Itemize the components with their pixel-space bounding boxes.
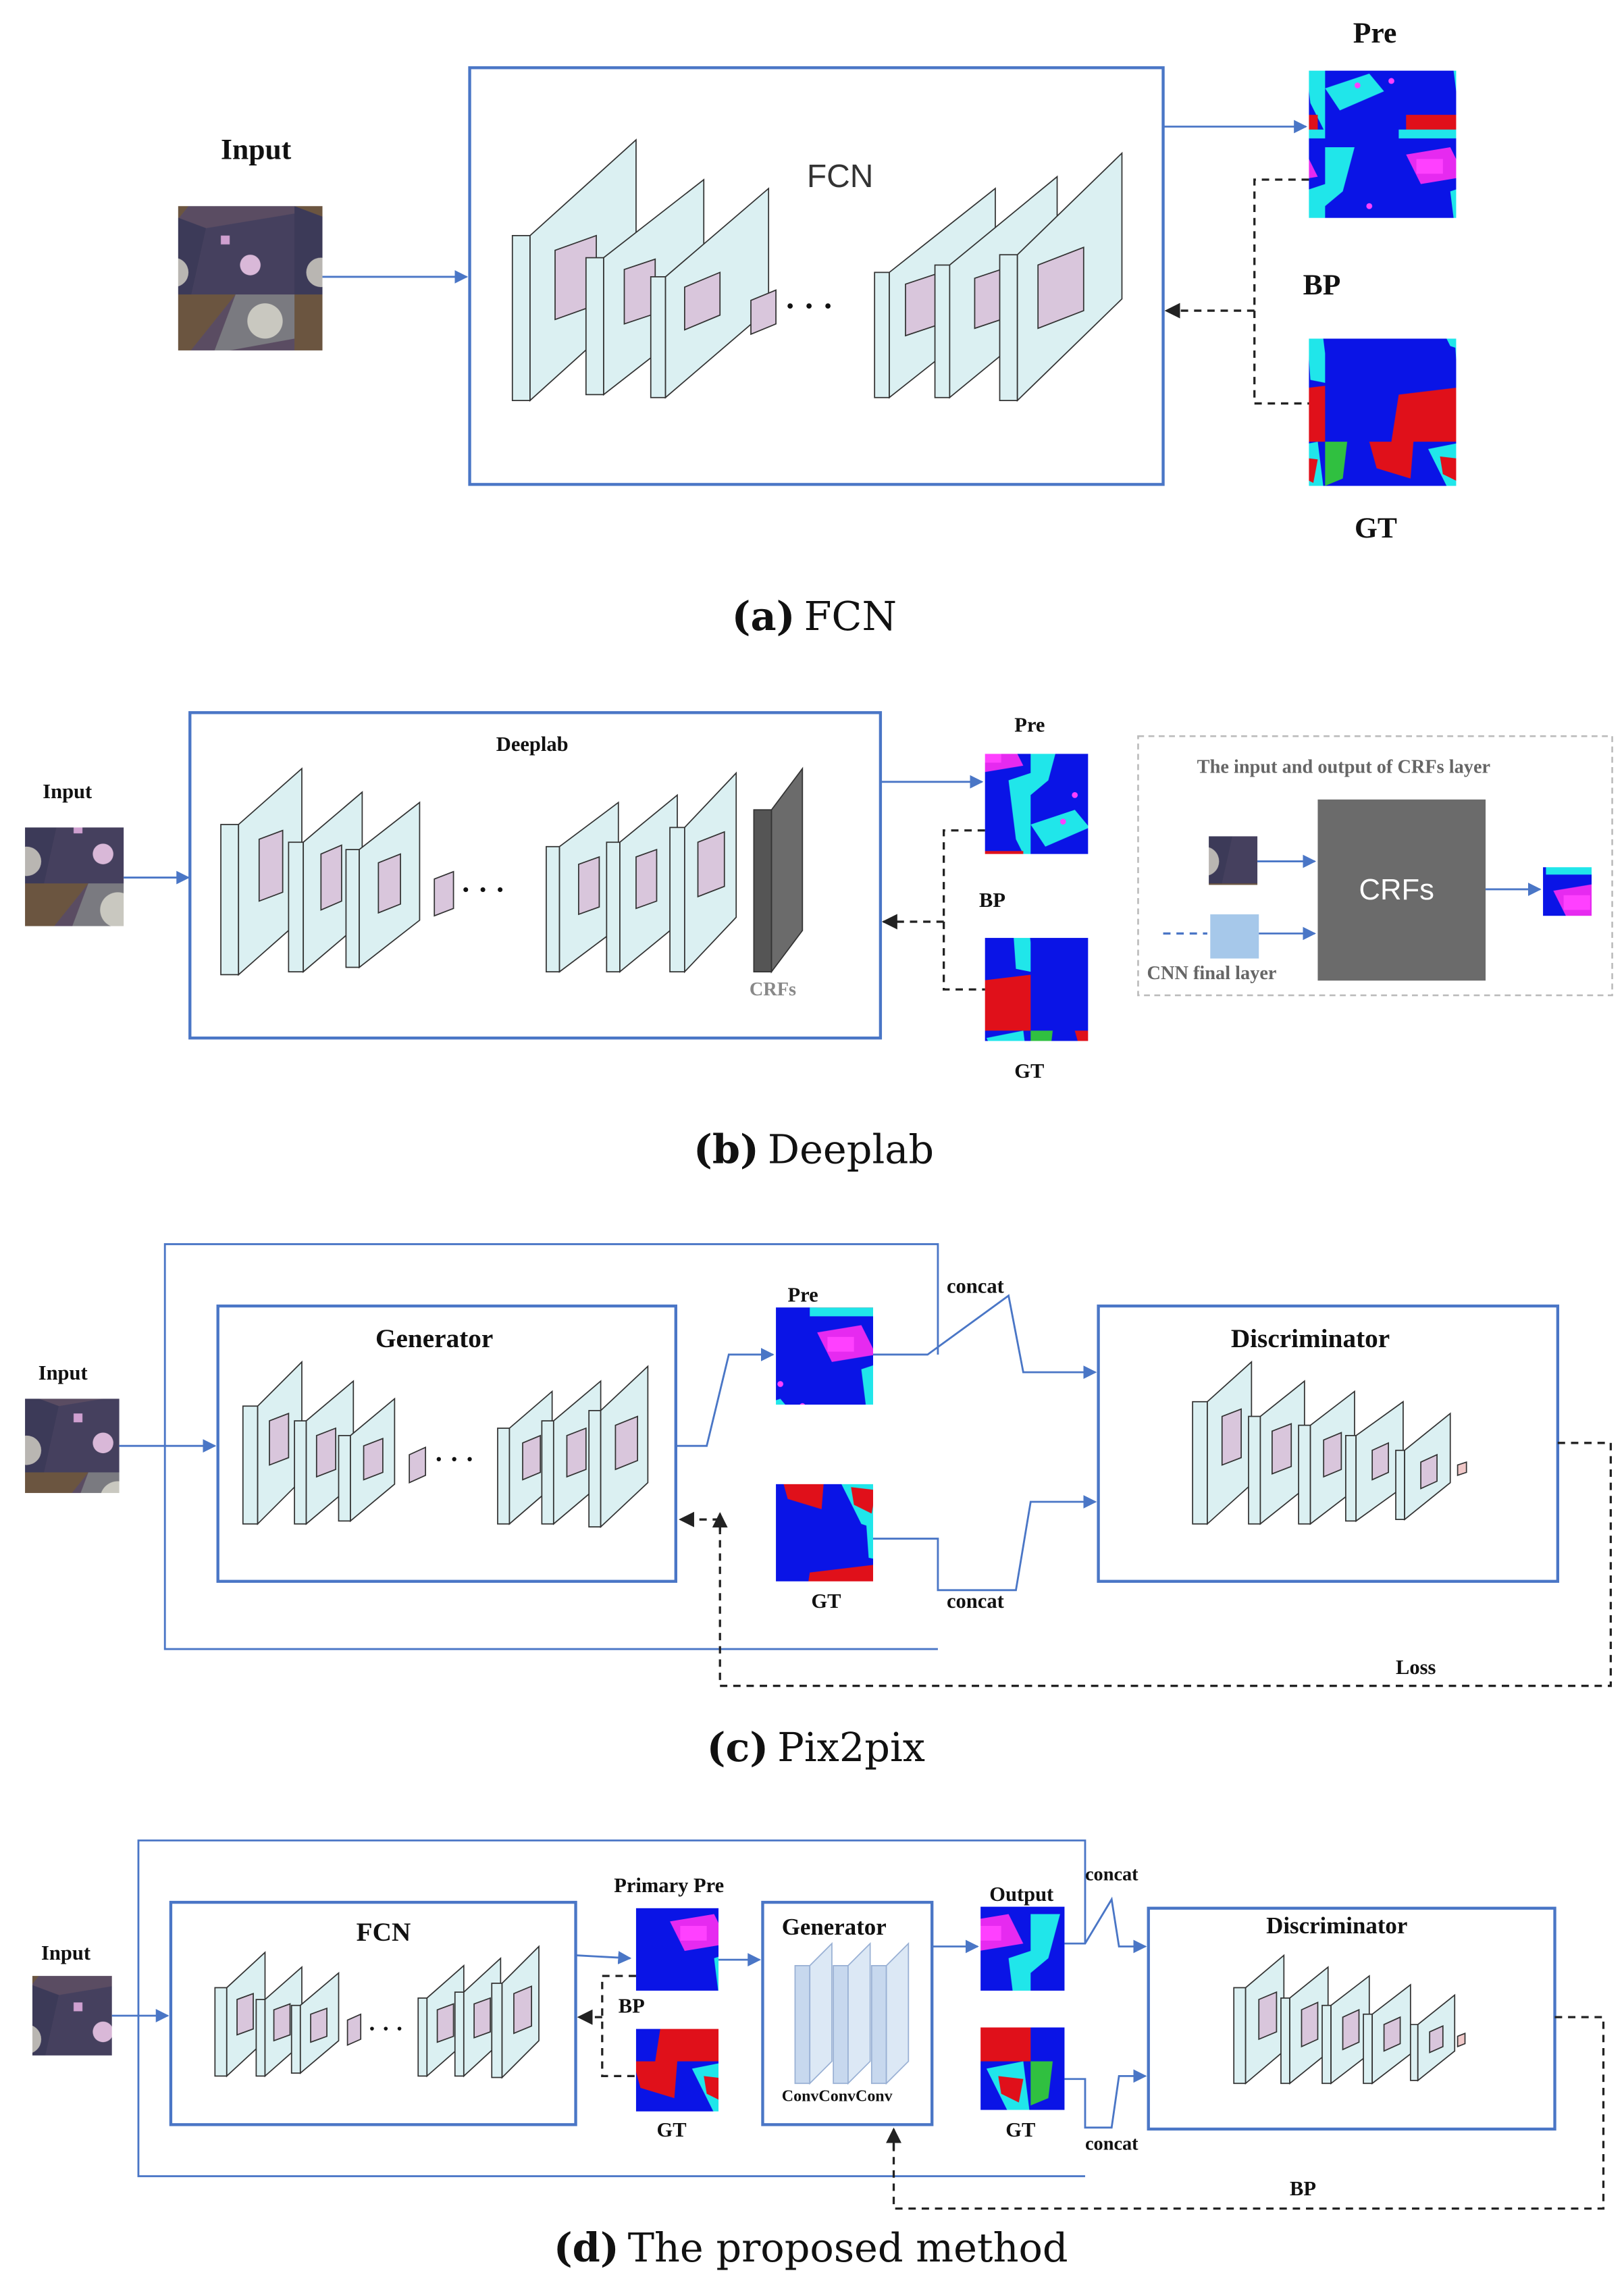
input-label: Input	[38, 1361, 88, 1384]
caption: (a)FCN	[732, 593, 897, 639]
generator-layers	[242, 1360, 649, 1529]
concat-top-label: concat	[1085, 1864, 1138, 1885]
concat-bottom-arrow	[872, 1495, 1097, 1592]
crf-label: CRFs	[750, 979, 796, 1000]
concat-bottom-label: concat	[1085, 2133, 1138, 2154]
discriminator-frame	[1147, 1906, 1556, 2131]
gt-label: GT	[1005, 2118, 1035, 2141]
input-label: Input	[221, 133, 292, 165]
primary-pre-image	[635, 1908, 719, 1991]
discriminator-layers	[1192, 1360, 1467, 1525]
pred-image	[776, 1307, 873, 1405]
bp-inner-label: BP	[619, 1995, 645, 2018]
fcn-frame	[169, 1900, 577, 2126]
fcn-label: FCN	[357, 1918, 411, 1947]
gt-label: GT	[811, 1590, 841, 1613]
gt-image	[985, 937, 1089, 1041]
output-image	[980, 1906, 1065, 1991]
input-image	[25, 1398, 120, 1493]
generator-label: Generator	[782, 1914, 887, 1940]
concat-bottom-arrow	[1064, 2069, 1147, 2129]
fcn-layers	[511, 138, 1123, 402]
ellipsis: · · ·	[368, 2016, 403, 2042]
gt-image	[1309, 338, 1457, 486]
bp-label: BP	[979, 889, 1005, 912]
deeplab-frame	[188, 711, 883, 1040]
bp-label: BP	[1303, 269, 1341, 301]
pred-image	[985, 754, 1089, 854]
pred-label: Pre	[788, 1283, 818, 1306]
conv-labels: ConvConvConv	[782, 2087, 893, 2105]
gen-output-arrow	[675, 1348, 775, 1447]
fcn-layers	[214, 1945, 540, 2079]
bp-label: BP	[1290, 2177, 1316, 2200]
generator-frame	[761, 1900, 934, 2126]
loss-path	[718, 1442, 1613, 1688]
panel-b: Input Deeplab · ·	[25, 711, 1613, 1173]
loss-label: Loss	[1396, 1656, 1436, 1679]
ellipsis: · · ·	[785, 288, 833, 324]
generator-label: Generator	[375, 1324, 493, 1353]
pred-image	[1309, 70, 1457, 218]
input-image	[25, 827, 124, 926]
discriminator-label: Discriminator	[1231, 1324, 1390, 1353]
bp-path	[1253, 178, 1309, 405]
panel-c: Input Generator · · ·	[25, 1243, 1613, 1771]
outer-frame	[137, 1839, 1086, 2178]
crf-inset-frame	[1137, 735, 1613, 997]
fcn-frame	[468, 66, 1165, 486]
bp-path	[943, 829, 985, 991]
concat-top-arrow	[872, 1294, 1097, 1380]
inset-input-image	[1209, 836, 1258, 885]
bp-path	[892, 2016, 1605, 2210]
discriminator-layers	[1233, 1954, 1466, 2085]
gt-label: GT	[1355, 512, 1397, 544]
generator-frame	[216, 1304, 677, 1583]
output-label: Output	[989, 1883, 1054, 1906]
inset-title: The input and output of CRFs layer	[1197, 757, 1490, 778]
input-image	[178, 206, 323, 350]
network-label: FCN	[807, 159, 874, 194]
input-label: Input	[41, 1941, 91, 1964]
gt-label: GT	[1014, 1060, 1044, 1082]
pred-label: Pre	[1353, 17, 1397, 49]
primary-pre-label: Primary Pre	[614, 1874, 724, 1897]
fcn-output-arrow	[575, 1951, 632, 1964]
discriminator-label: Discriminator	[1266, 1912, 1407, 1939]
ellipsis: · · ·	[434, 1445, 474, 1474]
network-label: Deeplab	[496, 733, 569, 756]
inset-cnn-label: CNN final layer	[1147, 963, 1277, 984]
inset-cnn-block	[1210, 914, 1259, 959]
inset-crf-block	[1317, 799, 1486, 981]
ellipsis: · · ·	[461, 874, 504, 906]
input-label: Input	[43, 780, 93, 803]
outer-frame	[163, 1243, 939, 1650]
concat-bottom-label: concat	[947, 1590, 1005, 1613]
concat-top-arrow	[1064, 1896, 1147, 1954]
gt-inner-label: GT	[656, 2118, 686, 2141]
inset-output-image	[1543, 867, 1592, 916]
panel-d: Input FCN · · · Pr	[32, 1839, 1605, 2271]
conv-layers	[794, 1942, 910, 2085]
pred-label: Pre	[1014, 714, 1045, 737]
panel-a: Input FCN · · · Pre	[178, 17, 1457, 639]
caption: (b)Deeplab	[693, 1126, 934, 1173]
gt-image	[776, 1484, 873, 1581]
caption: (d)The proposed method	[554, 2224, 1068, 2271]
gt-inner-image	[635, 2029, 719, 2112]
concat-top-label: concat	[947, 1274, 1005, 1297]
inset-block-label: CRFs	[1359, 874, 1434, 906]
deeplab-layers	[220, 766, 804, 976]
caption: (c)Pix2pix	[707, 1724, 925, 1771]
input-image	[32, 1976, 112, 2056]
inner-bp-path	[601, 1975, 636, 2078]
gt-image	[980, 2027, 1065, 2110]
